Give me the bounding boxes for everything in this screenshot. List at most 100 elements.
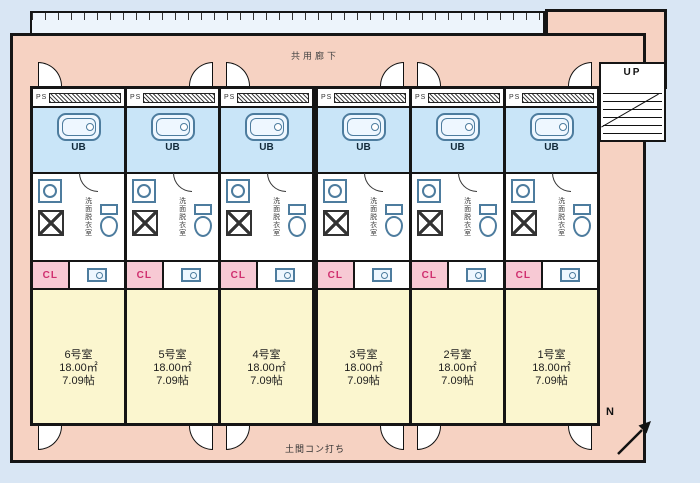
window-hatch	[522, 92, 594, 103]
toilet-tank	[194, 204, 212, 215]
window-hatch	[237, 92, 309, 103]
pipe-space-row: PS	[221, 89, 312, 108]
room-area: 18.00㎡	[153, 362, 192, 374]
toilet-bowl	[573, 216, 591, 237]
north-label: N	[606, 406, 614, 418]
toilet-icon	[99, 204, 119, 237]
pipe-space-row: PS	[506, 89, 597, 108]
closet-label: CL	[221, 262, 258, 288]
unit-bath-room: UB	[221, 108, 312, 174]
kitchen	[543, 262, 597, 288]
washroom-door-arc	[552, 173, 571, 192]
pipe-space-row: PS	[318, 89, 409, 108]
toilet-bowl	[288, 216, 306, 237]
unit-bath-room: UB	[127, 108, 218, 174]
bathtub-icon	[341, 113, 386, 141]
unit-bath-room: UB	[412, 108, 503, 174]
unit-5: PS UB 洗面脱衣室 CL 5号室 18.00㎡	[124, 62, 218, 450]
kitchen-sink-icon	[86, 268, 107, 282]
room-area: 18.00㎡	[532, 362, 571, 374]
kitchen	[355, 262, 409, 288]
room-name: 5号室	[158, 349, 187, 361]
toilet-icon	[193, 204, 213, 237]
washroom-door-arc	[267, 173, 286, 192]
staircase: UP	[599, 62, 666, 142]
ub-label: UB	[71, 142, 86, 153]
closet-label: CL	[412, 262, 449, 288]
room-name: 3号室	[349, 349, 378, 361]
unit-1: PS UB 洗面脱衣室 CL 1号室 18.00㎡	[503, 62, 597, 450]
window-hatch	[428, 92, 500, 103]
room-name: 4号室	[252, 349, 281, 361]
main-room: 4号室 18.00㎡ 7.09帖	[221, 290, 312, 423]
washroom-label: 洗面脱衣室	[272, 197, 280, 237]
washroom: 洗面脱衣室	[506, 173, 597, 262]
kitchen-sink-icon	[180, 268, 201, 282]
room-name: 6号室	[64, 349, 93, 361]
kitchen	[70, 262, 124, 288]
bathtub-icon	[56, 113, 101, 141]
closet-label: CL	[127, 262, 164, 288]
toilet-tank	[479, 204, 497, 215]
kitchen-sink-icon	[465, 268, 486, 282]
room-size: 7.09帖	[156, 375, 189, 387]
bathtub-icon	[244, 113, 289, 141]
main-room: 1号室 18.00㎡ 7.09帖	[506, 290, 597, 423]
window-hatch	[143, 92, 215, 103]
closet-row: CL	[318, 262, 409, 290]
bathtub-icon	[529, 113, 574, 141]
room-info: 6号室 18.00㎡ 7.09帖	[59, 325, 98, 388]
room-size: 7.09帖	[62, 375, 95, 387]
kitchen-sink-icon	[559, 268, 580, 282]
ps-label: PS	[36, 94, 48, 101]
unit-bath-room: UB	[506, 108, 597, 174]
window-hatch	[334, 92, 406, 103]
unit-2: PS UB 洗面脱衣室 CL 2号室 18.00㎡	[409, 62, 503, 450]
toilet-tank	[573, 204, 591, 215]
closet-row: CL	[506, 262, 597, 290]
bathtub-icon	[435, 113, 480, 141]
room-info: 1号室 18.00㎡ 7.09帖	[532, 325, 571, 388]
room-info: 2号室 18.00㎡ 7.09帖	[438, 325, 477, 388]
unit-bath-room: UB	[33, 108, 124, 174]
pipe-space-row: PS	[127, 89, 218, 108]
unit-4: PS UB 洗面脱衣室 CL 4号室 18.00㎡	[218, 62, 312, 450]
toilet-icon	[384, 204, 404, 237]
units-row: PS UB 洗面脱衣室 CL 6号室 18.00㎡	[30, 62, 600, 450]
room-info: 4号室 18.00㎡ 7.09帖	[247, 325, 286, 388]
room-size: 7.09帖	[347, 375, 380, 387]
closet-row: CL	[127, 262, 218, 290]
kitchen	[164, 262, 218, 288]
washer-pan-icon	[226, 210, 252, 236]
ps-label: PS	[224, 94, 236, 101]
ps-label: PS	[415, 94, 427, 101]
washer-pan-icon	[323, 210, 349, 236]
washing-machine-icon	[38, 179, 62, 203]
washroom-door-arc	[458, 173, 477, 192]
ground-label: 土間コン打ち	[284, 444, 345, 454]
washroom-label: 洗面脱衣室	[463, 197, 471, 237]
ps-label: PS	[509, 94, 521, 101]
washroom-label: 洗面脱衣室	[84, 197, 92, 237]
washroom: 洗面脱衣室	[318, 173, 409, 262]
unit-bath-room: UB	[318, 108, 409, 174]
toilet-icon	[572, 204, 592, 237]
ps-label: PS	[130, 94, 142, 101]
closet-label: CL	[33, 262, 70, 288]
main-room: 2号室 18.00㎡ 7.09帖	[412, 290, 503, 423]
room-area: 18.00㎡	[59, 362, 98, 374]
toilet-bowl	[194, 216, 212, 237]
kitchen	[449, 262, 503, 288]
closet-label: CL	[318, 262, 355, 288]
room-size: 7.09帖	[250, 375, 283, 387]
room-name: 2号室	[443, 349, 472, 361]
room-size: 7.09帖	[441, 375, 474, 387]
washing-machine-icon	[323, 179, 347, 203]
washroom-door-arc	[364, 173, 383, 192]
washroom: 洗面脱衣室	[221, 173, 312, 262]
room-area: 18.00㎡	[247, 362, 286, 374]
room-area: 18.00㎡	[344, 362, 383, 374]
stair-treads	[603, 86, 662, 138]
toilet-tank	[288, 204, 306, 215]
room-info: 5号室 18.00㎡ 7.09帖	[153, 325, 192, 388]
